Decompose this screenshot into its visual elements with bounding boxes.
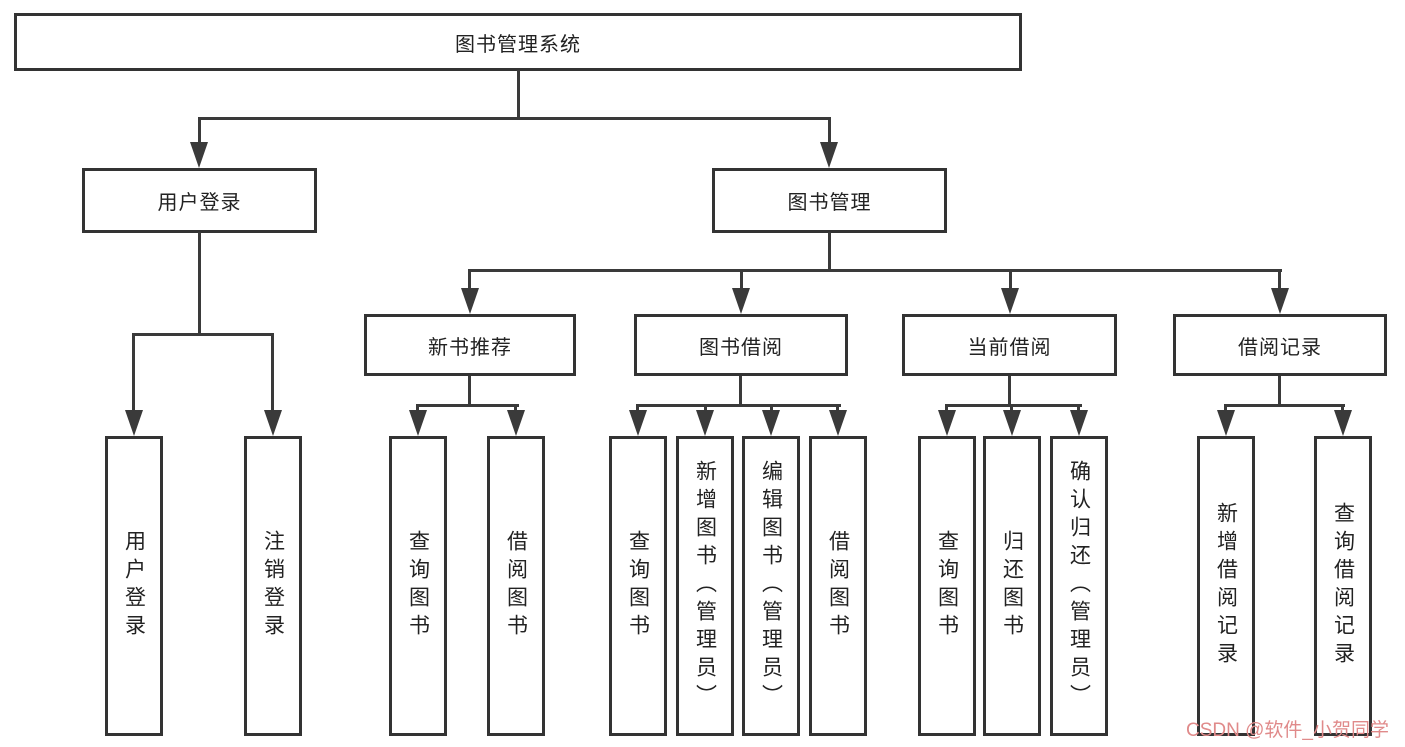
arrow-down-icon	[762, 410, 780, 436]
arrow-down-icon	[1271, 288, 1289, 314]
arrow-down-icon	[1003, 410, 1021, 436]
connector-line	[636, 404, 639, 414]
connector-line	[1278, 376, 1281, 407]
connector-line	[945, 404, 948, 414]
node-label: 借阅图书	[826, 530, 850, 642]
arrow-down-icon	[1217, 410, 1235, 436]
node-borrowing-records: 借阅记录	[1173, 314, 1387, 376]
leaf-confirm-return-admin: 确认归还（管理员）	[1050, 436, 1108, 736]
node-label: 注销登录	[261, 530, 285, 642]
node-label: 确认归还（管理员）	[1067, 460, 1091, 712]
node-label: 借阅记录	[1238, 336, 1322, 359]
node-label: 查询图书	[935, 530, 959, 642]
csdn-watermark: CSDN @软件_小贺同学	[1186, 720, 1389, 741]
connector-line	[271, 333, 274, 411]
connector-line	[740, 269, 743, 291]
node-library-system: 图书管理系统	[14, 13, 1022, 71]
connector-line	[1224, 404, 1345, 407]
arrow-down-icon	[1334, 410, 1352, 436]
leaf-borrow-books: 借阅图书	[809, 436, 867, 736]
connector-line	[828, 117, 831, 144]
connector-line	[1008, 376, 1011, 407]
node-label: 借阅图书	[504, 530, 528, 642]
arrow-down-icon	[938, 410, 956, 436]
connector-line	[1009, 269, 1012, 291]
leaf-query-books: 查询图书	[918, 436, 976, 736]
leaf-user-login: 用户登录	[105, 436, 163, 736]
leaf-edit-books-admin: 编辑图书（管理员）	[742, 436, 800, 736]
leaf-query-books: 查询图书	[609, 436, 667, 736]
connector-line	[132, 333, 135, 411]
node-label: 新增借阅记录	[1214, 502, 1238, 670]
node-user-login: 用户登录	[82, 168, 317, 233]
leaf-return-books: 归还图书	[983, 436, 1041, 736]
arrow-down-icon	[732, 288, 750, 314]
arrow-down-icon	[409, 410, 427, 436]
node-label: 查询图书	[406, 530, 430, 642]
node-book-management: 图书管理	[712, 168, 947, 233]
node-label: 编辑图书（管理员）	[759, 460, 783, 712]
node-book-borrowing: 图书借阅	[634, 314, 848, 376]
arrow-down-icon	[125, 410, 143, 436]
connector-line	[704, 404, 707, 414]
connector-line	[739, 376, 742, 407]
node-label: 图书管理	[787, 192, 872, 214]
connector-line	[416, 404, 519, 407]
connector-line	[468, 269, 471, 291]
leaf-query-borrow-record: 查询借阅记录	[1314, 436, 1372, 736]
node-label: 查询借阅记录	[1331, 502, 1355, 670]
leaf-add-books-admin: 新增图书（管理员）	[676, 436, 734, 736]
connector-line	[945, 404, 1082, 407]
node-label: 图书管理系统	[455, 33, 581, 56]
connector-line	[198, 117, 201, 144]
connector-line	[416, 404, 419, 414]
arrow-down-icon	[820, 142, 838, 168]
connector-line	[636, 404, 841, 407]
arrow-down-icon	[1070, 410, 1088, 436]
connector-line	[1010, 404, 1013, 414]
node-label: 新增图书（管理员）	[693, 460, 717, 712]
node-label: 当前借阅	[967, 336, 1052, 359]
node-label: 用户登录	[122, 530, 146, 642]
leaf-add-borrow-record: 新增借阅记录	[1197, 436, 1255, 736]
connector-line	[836, 404, 839, 414]
connector-line	[770, 404, 773, 414]
connector-line	[1077, 404, 1080, 414]
arrow-down-icon	[1001, 288, 1019, 314]
leaf-borrow-books: 借阅图书	[487, 436, 545, 736]
arrow-down-icon	[629, 410, 647, 436]
node-new-book-recommendation: 新书推荐	[364, 314, 576, 376]
arrow-down-icon	[829, 410, 847, 436]
connector-line	[1224, 404, 1227, 414]
connector-line	[1341, 404, 1344, 414]
arrow-down-icon	[190, 142, 208, 168]
connector-line	[198, 117, 831, 120]
arrow-down-icon	[264, 410, 282, 436]
node-current-borrowing: 当前借阅	[902, 314, 1117, 376]
connector-line	[468, 376, 471, 407]
arrow-down-icon	[696, 410, 714, 436]
node-label: 新书推荐	[428, 336, 512, 359]
node-label: 用户登录	[157, 192, 242, 214]
node-label: 查询图书	[626, 530, 650, 642]
arrow-down-icon	[507, 410, 525, 436]
connector-line	[198, 232, 201, 336]
arrow-down-icon	[461, 288, 479, 314]
connector-line	[828, 232, 831, 272]
leaf-logout: 注销登录	[244, 436, 302, 736]
node-label: 图书借阅	[699, 336, 783, 359]
connector-line	[132, 333, 274, 336]
node-label: 归还图书	[1000, 530, 1024, 642]
connector-line	[517, 70, 520, 120]
connector-line	[468, 269, 1282, 272]
leaf-query-books: 查询图书	[389, 436, 447, 736]
connector-line	[514, 404, 517, 414]
connector-line	[1278, 269, 1281, 291]
